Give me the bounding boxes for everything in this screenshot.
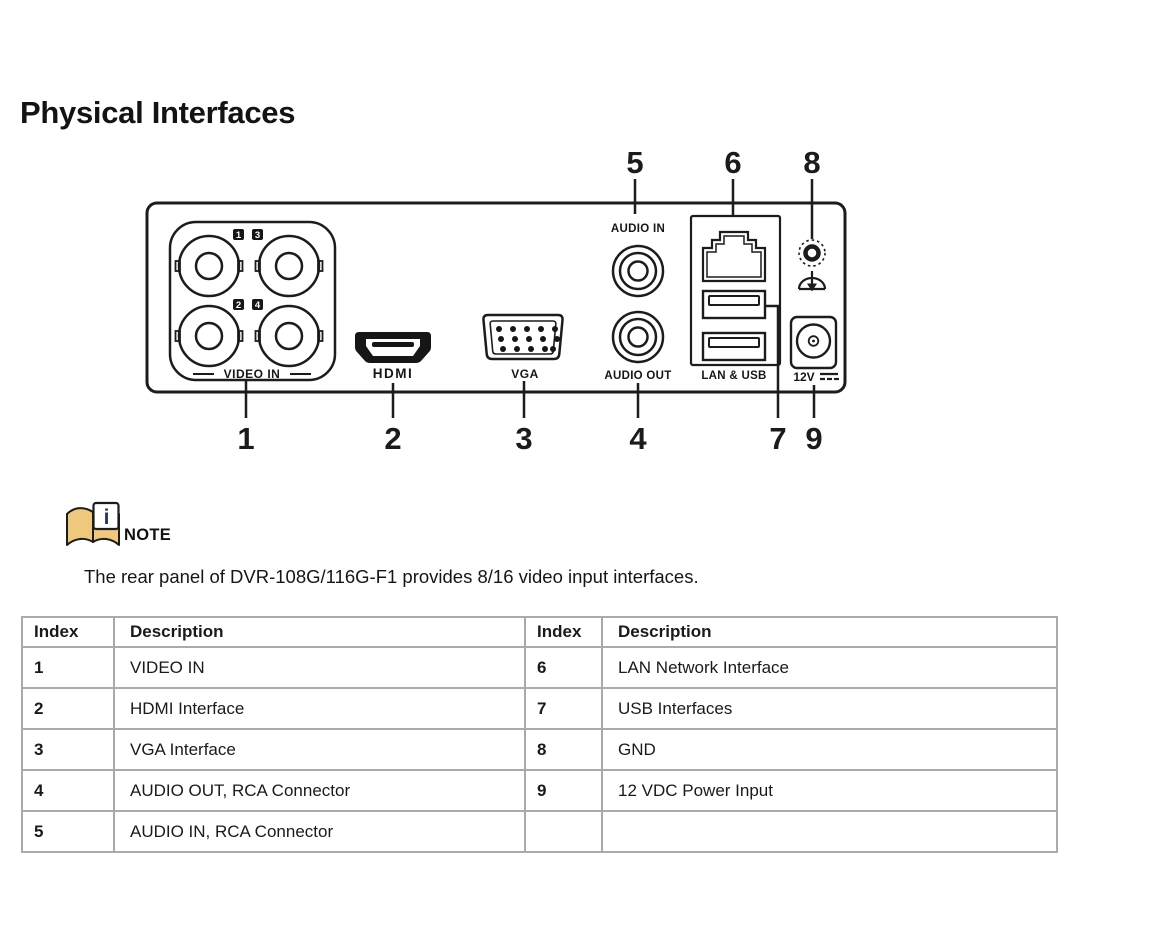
video-in-label: VIDEO IN	[224, 367, 281, 381]
usb-port-2	[701, 331, 767, 362]
index-cell: 8	[524, 728, 603, 771]
hdmi-label: HDMI	[373, 366, 414, 381]
index-cell	[524, 810, 603, 853]
audio-out-connector: AUDIO OUT	[604, 310, 671, 382]
rj45-port	[701, 230, 767, 283]
callout-number-7: 7	[769, 421, 786, 456]
audio-out-label: AUDIO OUT	[604, 370, 671, 382]
power-label: 12V	[793, 370, 814, 384]
page-title: Physical Interfaces	[20, 95, 296, 130]
note-text: The rear panel of DVR-108G/116G-F1 provi…	[84, 566, 699, 587]
index-cell: 9	[524, 769, 603, 812]
panel-outline	[145, 201, 847, 394]
callout-number-5: 5	[626, 145, 643, 180]
index-cell: 6	[524, 646, 603, 689]
callout-number-2: 2	[384, 421, 401, 456]
description-cell: 12 VDC Power Input	[601, 769, 1058, 812]
header-index-left: Index	[21, 616, 115, 648]
header-description-right: Description	[601, 616, 1058, 648]
description-cell	[601, 810, 1058, 853]
index-cell: 3	[21, 728, 115, 771]
index-cell: 4	[21, 769, 115, 812]
vga-label: VGA	[511, 367, 539, 381]
index-cell: 1	[21, 646, 115, 689]
note-book-icon: i	[66, 501, 120, 546]
video-in-group: 1 3 2 4 VIDEO IN	[168, 220, 337, 382]
note-label: NOTE	[124, 526, 171, 544]
callout-number-1: 1	[237, 421, 254, 456]
svg-text:i: i	[104, 506, 110, 529]
power-jack: 12V	[789, 315, 839, 384]
channel-badges: 1 3 2 4	[233, 229, 263, 311]
svg-text:3: 3	[255, 230, 260, 241]
description-cell: VGA Interface	[113, 728, 526, 771]
audio-in-label: AUDIO IN	[611, 223, 665, 235]
note-block: i NOTE	[66, 501, 171, 546]
header-index-right: Index	[524, 616, 603, 648]
vga-pins	[496, 326, 560, 352]
hdmi-connector: HDMI	[355, 332, 431, 381]
svg-text:2: 2	[236, 300, 241, 311]
header-description-left: Description	[113, 616, 526, 648]
description-cell: AUDIO IN, RCA Connector	[113, 810, 526, 853]
callout-lines-bottom	[244, 304, 816, 418]
index-cell: 7	[524, 687, 603, 730]
callout-lines-top	[633, 179, 814, 239]
callout-number-8: 8	[803, 145, 820, 180]
svg-text:1: 1	[236, 230, 242, 241]
description-cell: AUDIO OUT, RCA Connector	[113, 769, 526, 812]
rear-panel-diagram: 5 6 8	[145, 145, 847, 456]
audio-in-connector: AUDIO IN	[611, 223, 665, 298]
index-cell: 5	[21, 810, 115, 853]
description-cell: GND	[601, 728, 1058, 771]
callout-number-3: 3	[515, 421, 532, 456]
callout-number-4: 4	[629, 421, 647, 456]
vga-connector: VGA	[482, 313, 564, 381]
description-cell: USB Interfaces	[601, 687, 1058, 730]
gnd-terminal	[797, 239, 827, 292]
description-cell: LAN Network Interface	[601, 646, 1058, 689]
ground-symbol-icon	[797, 271, 827, 292]
description-cell: HDMI Interface	[113, 687, 526, 730]
lan-usb-label: LAN & USB	[701, 370, 766, 382]
callout-number-6: 6	[724, 145, 741, 180]
callout-number-9: 9	[805, 421, 822, 456]
table-header-row: Index Description Index Description	[21, 616, 1058, 648]
index-cell: 2	[21, 687, 115, 730]
svg-text:4: 4	[255, 300, 261, 311]
usb-port-1	[701, 289, 767, 320]
bnc-connectors	[174, 234, 324, 368]
lan-usb-group: LAN & USB	[689, 214, 782, 382]
dc-symbol-icon	[820, 372, 839, 381]
description-cell: VIDEO IN	[113, 646, 526, 689]
